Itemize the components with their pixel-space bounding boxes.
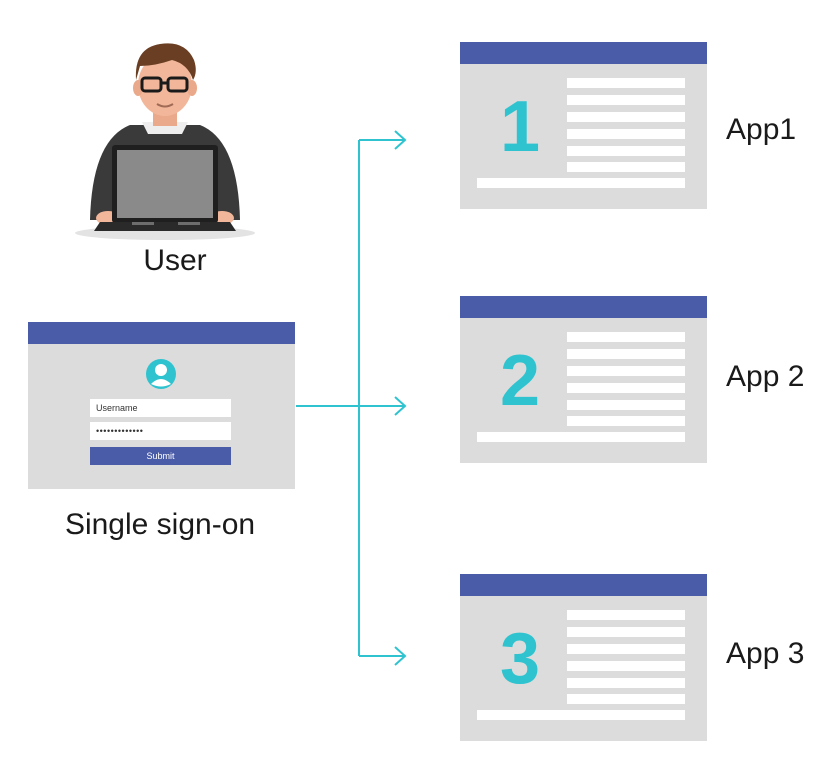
content-line — [567, 146, 685, 156]
sso-label: Single sign-on — [64, 508, 256, 541]
arrowhead-icon — [394, 130, 407, 150]
content-line — [567, 332, 685, 342]
content-line — [567, 383, 685, 393]
user-label: User — [143, 244, 207, 277]
content-line — [567, 349, 685, 359]
app-number: 1 — [499, 87, 541, 167]
content-line — [567, 678, 685, 688]
content-line — [567, 644, 685, 654]
content-line — [567, 610, 685, 620]
app-window-2: 2 — [460, 296, 707, 463]
app-label-3: App 3 — [726, 637, 805, 670]
content-line — [567, 129, 685, 139]
password-field[interactable]: ••••••••••••• — [90, 422, 231, 440]
content-line — [477, 178, 685, 188]
content-line — [567, 78, 685, 88]
content-line — [477, 432, 685, 442]
content-line — [567, 416, 685, 426]
user-illustration — [60, 30, 270, 245]
login-window: Username ••••••••••••• Submit — [28, 322, 295, 489]
content-line — [567, 95, 685, 105]
app-number: 2 — [499, 341, 541, 421]
content-line — [567, 162, 685, 172]
app-window-1: 1 — [460, 42, 707, 209]
content-line — [477, 710, 685, 720]
app-window-3: 3 — [460, 574, 707, 741]
submit-button[interactable]: Submit — [90, 447, 231, 465]
avatar-icon — [145, 358, 177, 390]
login-window-titlebar — [28, 322, 295, 344]
arrowhead-icon — [394, 646, 407, 666]
app-titlebar — [460, 574, 707, 596]
app-titlebar — [460, 42, 707, 64]
username-field[interactable]: Username — [90, 399, 231, 417]
content-line — [567, 661, 685, 671]
content-line — [567, 627, 685, 637]
content-line — [567, 366, 685, 376]
arrowhead-icon — [394, 396, 407, 416]
content-line — [567, 694, 685, 704]
app-label-1: App1 — [726, 113, 797, 146]
user-icon — [75, 43, 255, 240]
app-number: 3 — [499, 619, 541, 699]
app-titlebar — [460, 296, 707, 318]
content-line — [567, 112, 685, 122]
app-label-2: App 2 — [726, 360, 805, 393]
content-line — [567, 400, 685, 410]
